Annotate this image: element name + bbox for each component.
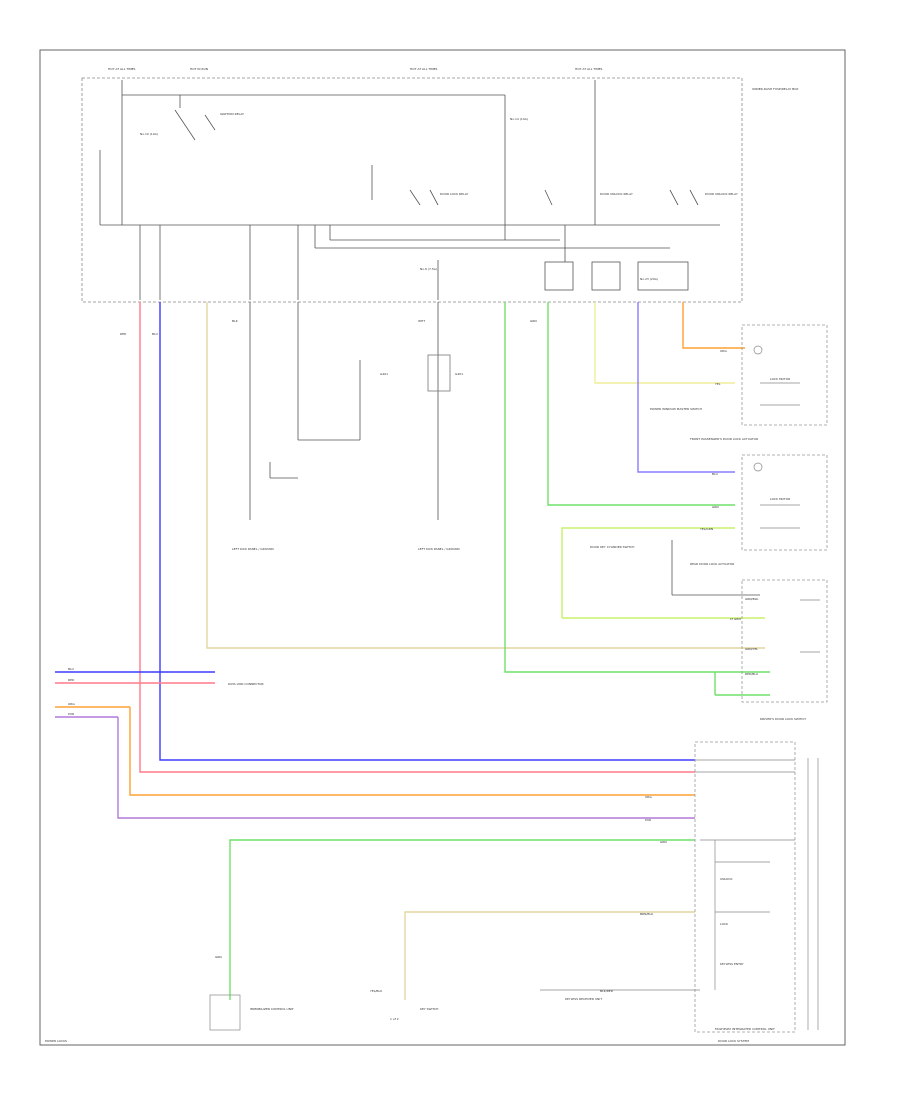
wire-red — [139, 302, 695, 773]
g401-right: LEFT KICK PANEL / GROUND — [418, 547, 461, 551]
fuse-box-name: UNDER-DASH FUSE/RELAY BOX — [752, 87, 798, 91]
right-label-1: LOCK MOTOR — [770, 377, 790, 381]
right-components — [694, 324, 828, 1033]
wire-green-2 — [547, 302, 735, 506]
code-red: RED — [120, 332, 127, 336]
code-blkred: BLK/RED — [600, 989, 614, 993]
code-org: ORG — [720, 349, 727, 353]
door-lock-system-label: DOOR LOCK SYSTEM — [718, 1039, 749, 1043]
power-window-label: POWER WINDOW MASTER SWITCH — [650, 407, 702, 411]
right-label-5: DRIVER'S DOOR LOCK SWITCH — [760, 717, 806, 721]
code-grnblk: GRN/BLK — [745, 597, 759, 601]
top-label-3: HOT AT ALL TIMES — [410, 67, 438, 71]
top-label-2: HOT IN RUN — [190, 67, 208, 71]
fuse-label-b: No.14 (10A) — [510, 117, 528, 121]
footer-id: 1 of 2 — [390, 1017, 399, 1021]
relay-label-ign: IGNITION RELAY — [220, 112, 244, 116]
wire-tan-bottom — [404, 911, 695, 1000]
fuse-label-d: No.23 (20A) — [640, 277, 658, 281]
code-grn: GRN — [530, 319, 537, 323]
code-yelgrn: YEL/GRN — [700, 527, 713, 531]
code-grn3: GRN — [660, 840, 667, 844]
code-grnyel: GRN/YEL — [745, 647, 758, 651]
wire-violet — [637, 302, 735, 473]
connector-box — [427, 354, 451, 392]
code-blu: BLU — [152, 332, 158, 336]
code-blu3: BLU — [68, 667, 74, 671]
ground-note-2: G401 — [455, 372, 463, 376]
keyless-entry-label: KEYLESS ENTRY — [720, 962, 744, 966]
wire-yellow — [594, 302, 735, 384]
door-key-label: DOOR KEY CYLINDER SWITCH — [590, 545, 634, 549]
wire-purple — [117, 717, 695, 819]
wire-green-1 — [504, 302, 770, 673]
lock-label: LOCK — [720, 922, 729, 926]
code-pur: PUR — [645, 818, 651, 822]
top-label-4: HOT AT ALL TIMES — [575, 67, 603, 71]
relay-label-b: DOOR UNLOCK RELAY — [600, 192, 633, 196]
right-label-2: FRONT PASSENGER'S DOOR LOCK ACTUATOR — [690, 437, 758, 441]
relay-label-c: DOOR UNLOCK RELAY — [705, 192, 738, 196]
code-blu2: BLU — [712, 472, 718, 476]
code-wht: WHT — [418, 319, 425, 323]
wire-orange-top — [682, 302, 745, 349]
colored-wires — [55, 302, 770, 1000]
relay-label-a: DOOR LOCK RELAY — [440, 192, 469, 196]
multiplex-label: MULTIPLEX INTEGRATED CONTROL UNIT — [715, 1027, 775, 1031]
page-border — [39, 49, 846, 1046]
page-id: POWER LOCKS — [45, 1039, 67, 1043]
code-org3: ORG — [68, 702, 75, 706]
code-grn2: GRN — [712, 505, 719, 509]
code-redblu: RED/BLU — [745, 672, 758, 676]
ground-wires — [249, 302, 760, 596]
code-blk: BLK — [232, 319, 239, 323]
fuse-label-c: No.6 (7.5A) — [420, 267, 437, 271]
wire-ltgreen — [561, 527, 735, 618]
code-yelblu: YEL/BLU — [370, 989, 382, 993]
code-brnblk: BRN/BLK — [640, 912, 654, 916]
code-org2: ORG — [645, 795, 652, 799]
ground-note: G401 — [380, 372, 388, 376]
wire-tan — [206, 302, 765, 649]
fuse-label-a: No.10 (10A) — [140, 132, 158, 136]
g401-left: LEFT KICK PANEL / GROUND — [232, 547, 275, 551]
code-yel: YEL — [715, 382, 721, 386]
code-grn4: GRN — [215, 955, 222, 959]
data-link-label: DATA LINK CONNECTOR — [228, 682, 264, 686]
right-label-4: REAR DOOR LOCK ACTUATOR — [690, 562, 734, 566]
keyless-receiver-label: KEYLESS RECEIVER UNIT — [565, 997, 602, 1001]
wire-blue — [159, 302, 695, 761]
wire-green-bottom — [229, 839, 695, 1000]
code-red3: RED — [68, 678, 75, 682]
top-label-1: HOT AT ALL TIMES — [108, 67, 136, 71]
right-label-3: LOCK MOTOR — [770, 497, 790, 501]
code-pur3: PUR — [68, 712, 74, 716]
right-connectors — [209, 345, 820, 1031]
fuse-box-outline — [81, 77, 743, 303]
immobilizer-label: IMMOBILIZER CONTROL UNIT — [250, 1007, 294, 1011]
unlock-label: UNLOCK — [720, 877, 733, 881]
wire-orange — [129, 707, 695, 796]
fuse-box-internal — [99, 80, 720, 300]
key-switch-label: KEY SWITCH — [420, 1007, 438, 1011]
code-ltgrn: LT GRN — [730, 617, 741, 621]
